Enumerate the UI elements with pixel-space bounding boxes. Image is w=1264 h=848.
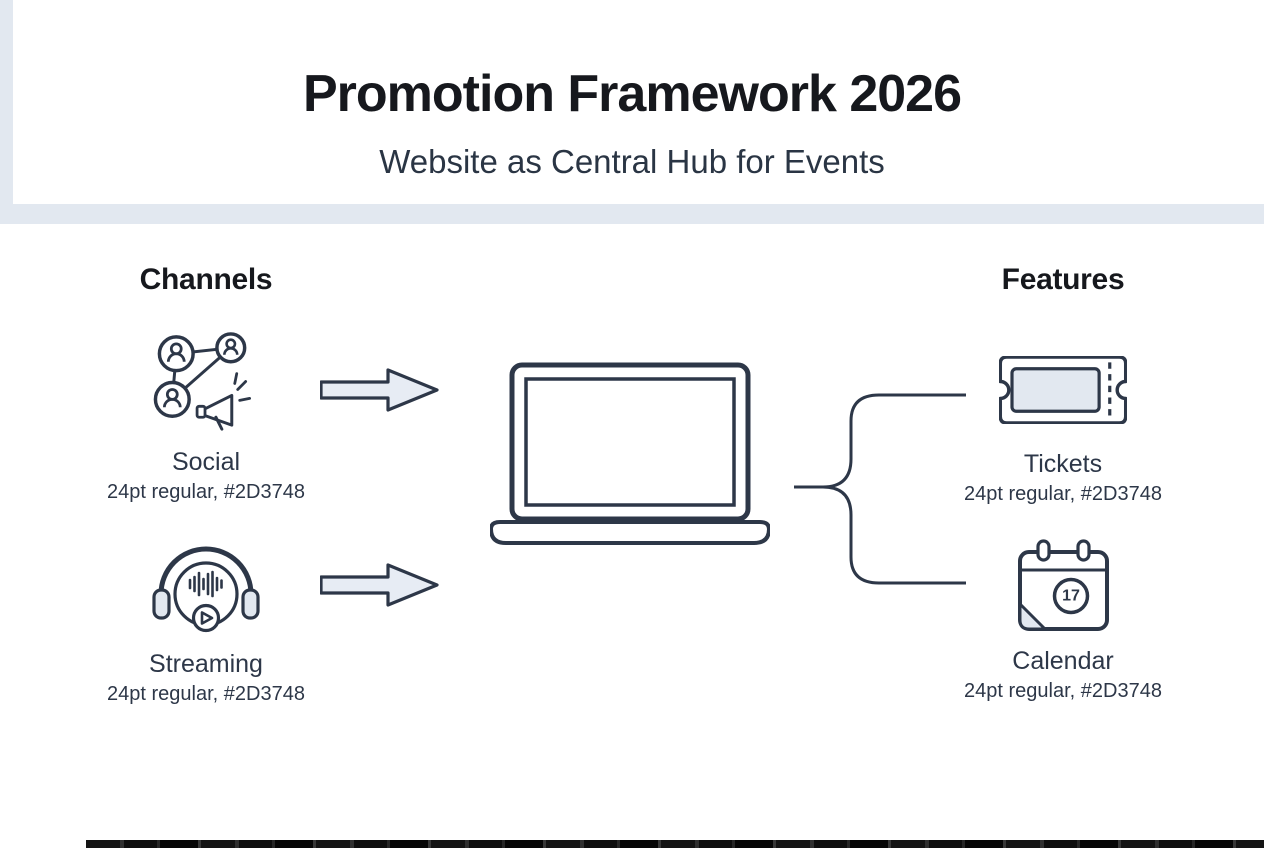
channel-caption-streaming: 24pt regular, #2D3748 (107, 683, 305, 705)
left-edge-band (0, 0, 13, 224)
right-arrow-icon-top (320, 368, 439, 412)
feature-item-calendar: 17 Calendar 24pt regular, #2D3748 (938, 538, 1188, 703)
brace-connector (794, 393, 966, 585)
page-title: Promotion Framework 2026 (303, 65, 962, 123)
channel-item-social: Social 24pt regular, #2D3748 (81, 328, 331, 504)
social-network-megaphone-icon (153, 332, 252, 431)
ticket-icon (999, 356, 1127, 424)
feature-caption-calendar: 24pt regular, #2D3748 (964, 680, 1162, 702)
right-arrow-icon-bottom (320, 563, 439, 607)
page-subtitle: Website as Central Hub for Events (379, 143, 885, 180)
divider-band (0, 204, 1264, 224)
feature-caption-tickets: 24pt regular, #2D3748 (964, 483, 1162, 505)
channel-caption-social: 24pt regular, #2D3748 (107, 481, 305, 503)
feature-label-tickets: Tickets (1023, 450, 1103, 478)
calendar-icon: 17 (1017, 539, 1109, 631)
bottom-crop-artifact (86, 840, 1264, 848)
laptop-icon (490, 362, 770, 545)
channel-label-social: Social (171, 448, 241, 476)
feature-label-calendar: Calendar (1012, 647, 1114, 675)
headphones-play-icon (152, 546, 260, 633)
calendar-day-number: 17 (1062, 588, 1080, 605)
feature-item-tickets: Tickets 24pt regular, #2D3748 (938, 356, 1188, 506)
channel-item-streaming: Streaming 24pt regular, #2D3748 (81, 536, 331, 706)
channel-label-streaming: Streaming (149, 650, 263, 678)
features-heading: Features (1001, 263, 1125, 296)
channels-heading: Channels (139, 263, 273, 296)
